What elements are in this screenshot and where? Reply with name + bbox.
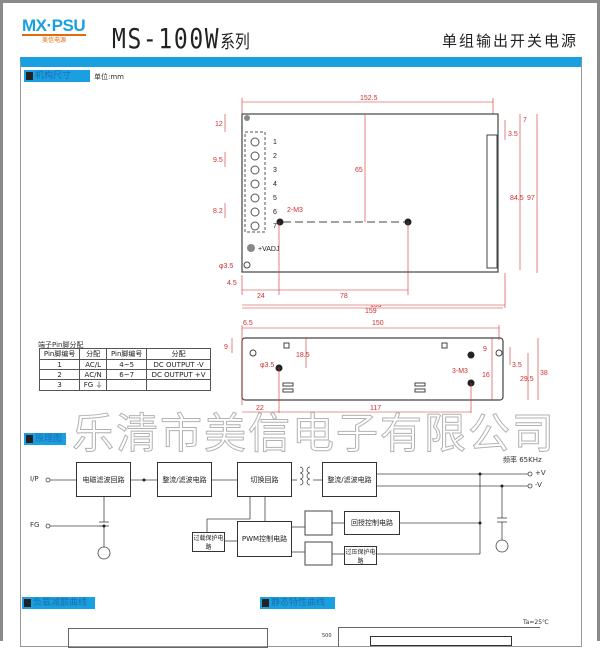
switching-block: 切换回路 — [237, 462, 292, 497]
dim-label: 8.2 — [213, 208, 223, 215]
brand-logo: MX·PSU 美信电源 — [22, 17, 86, 47]
dim-label: 24 — [257, 293, 265, 300]
frequency-label: 频率 65KHz — [503, 456, 542, 464]
table-cell: 1 — [38, 359, 81, 370]
dim-label: 9.5 — [213, 157, 223, 164]
pwm-control-block: PWM控制电路 — [237, 521, 292, 557]
table-cell: 6~7 — [106, 369, 148, 380]
dim-label: 159 — [370, 305, 382, 309]
column-header: Pin脚编号 — [106, 348, 148, 360]
pin-table-title: 端子Pin脚分配 — [38, 341, 84, 349]
pin-number: 4 — [273, 181, 277, 188]
dim-label: 38 — [540, 370, 548, 377]
dim-label: 6.5 — [243, 320, 253, 327]
table-cell: 2 — [38, 369, 81, 380]
dim-label: φ3.5 — [260, 362, 274, 369]
output-rectifier-block: 整流/滤波电路 — [322, 462, 377, 497]
dim-label: 2-M3 — [287, 207, 303, 214]
logo-subtext: 美信电源 — [22, 34, 86, 45]
table-cell: AC/L — [79, 359, 108, 370]
pin-number: 7 — [273, 223, 277, 230]
pin-number: 5 — [273, 195, 277, 202]
dim-label: 152.5 — [360, 95, 378, 102]
unit-label: 单位:mm — [94, 73, 124, 81]
dim-label: 3-M3 — [452, 368, 468, 375]
top-view-drawing: 152.5 12 9.5 8.2 65 2-M3 3.5 7 84.5 97 φ… — [213, 95, 538, 315]
overvoltage-protection-block: 过压保护电路 — [344, 546, 377, 565]
dim-label: 84.5 — [510, 195, 524, 202]
static-curve-line — [370, 636, 512, 646]
product-type: 单组输出开关电源 — [441, 32, 578, 50]
dim-label: 78 — [340, 293, 348, 300]
pin-number: 2 — [273, 153, 277, 160]
table-cell — [146, 379, 211, 391]
section-mechanical: 机构尺寸 — [24, 70, 90, 82]
emi-filter-block: 电磁滤波回路 — [76, 462, 131, 497]
column-header: Pin脚编号 — [38, 348, 81, 360]
static-chart-frame — [338, 627, 540, 647]
table-cell: 3 — [38, 379, 81, 391]
table-cell: AC/N — [79, 369, 108, 380]
pin-number: 3 — [273, 167, 277, 174]
dim-label: 9 — [224, 344, 228, 351]
dim-label: 97 — [527, 195, 535, 202]
section-static-curve: 静态特性曲线 — [260, 597, 335, 609]
series-label: 系列 — [220, 32, 250, 53]
dim-label: 65 — [355, 167, 363, 174]
feedback-control-block: 回授控制电路 — [344, 511, 400, 535]
pin-number: 1 — [273, 139, 277, 146]
overload-protection-block: 过载保护电路 — [192, 532, 225, 552]
dim-label: 150 — [372, 320, 384, 327]
dim-label: 7 — [523, 117, 527, 124]
dim-label: 117 — [370, 405, 381, 412]
vadj-label: +VADJ — [258, 246, 279, 253]
dim-label: 12 — [215, 121, 223, 128]
plus-v-label: +V — [535, 469, 546, 477]
block-diagram-wiring — [45, 466, 533, 566]
logo-text: MX·PSU — [22, 16, 86, 35]
fg-label: FG — [30, 521, 40, 529]
dim-label: 159 — [365, 308, 377, 315]
dim-label: 9 — [483, 346, 487, 353]
table-cell — [106, 379, 148, 391]
table-cell: FG ⏚ — [79, 379, 108, 391]
section-derating-curve: 负载减额曲线 — [22, 597, 95, 609]
section-block-diagram: 原理图 — [24, 433, 66, 445]
dim-label: φ3.5 — [219, 263, 233, 270]
page-title: MS-100W系列 — [112, 22, 250, 55]
dim-label: 4.5 — [227, 280, 237, 287]
column-header: 分配 — [79, 348, 108, 360]
y-tick-label: 500 — [322, 633, 332, 639]
table-cell: 4~5 — [106, 359, 148, 370]
dim-label: 3.5 — [508, 131, 518, 138]
dim-label: 29.5 — [520, 376, 534, 383]
dim-label: 16 — [482, 372, 490, 379]
dim-label: 3.5 — [512, 362, 522, 369]
side-view-drawing: 159 6.5 150 9 18.5 φ3.5 9 3.5 16 29.5 38… — [224, 305, 548, 413]
minus-v-label: -V — [535, 481, 542, 489]
pin-number: 6 — [273, 209, 277, 216]
derating-chart-frame — [68, 628, 268, 648]
table-cell: DC OUTPUT +V — [146, 369, 211, 380]
table-cell: DC OUTPUT -V — [146, 359, 211, 370]
column-header: 分配 — [146, 348, 211, 360]
rectifier-block: 整流/滤波电路 — [157, 462, 212, 497]
ambient-temp-label: Ta=25℃ — [523, 619, 549, 626]
watermark: 乐清市美信电子有限公司 — [71, 409, 557, 458]
dim-label: 18.5 — [296, 352, 310, 359]
model-name: MS-100W — [112, 22, 221, 55]
dim-label: 22 — [256, 405, 264, 412]
input-label: I/P — [30, 475, 39, 483]
